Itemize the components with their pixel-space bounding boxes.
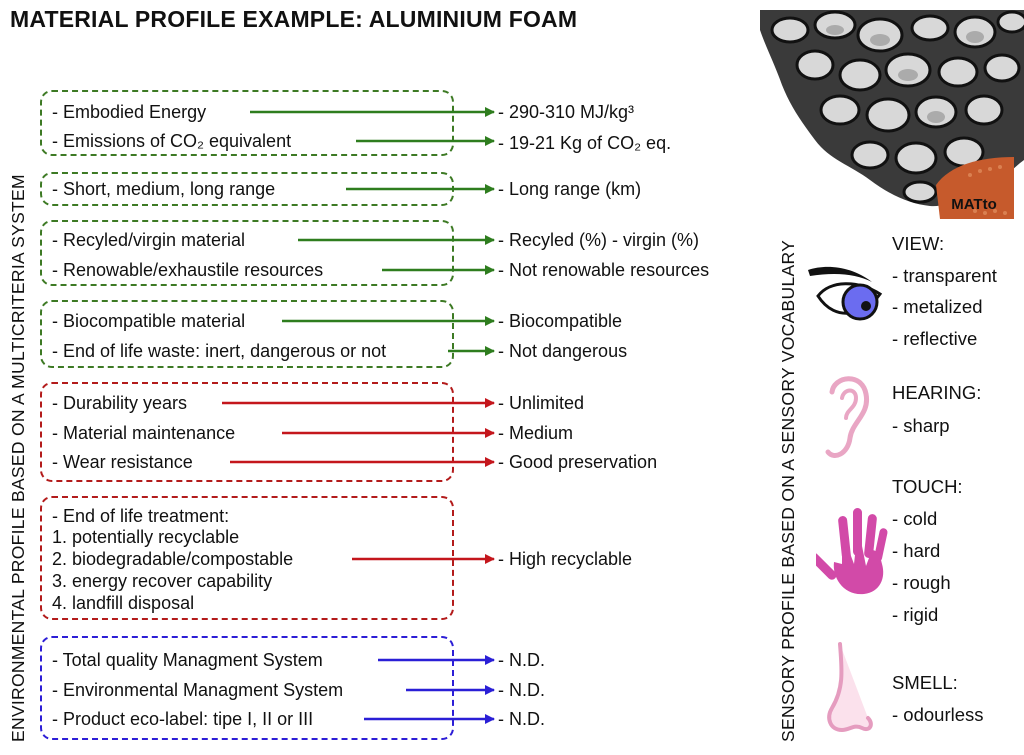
result-durability: - Unlimited <box>498 393 585 413</box>
result-biocompatible: - Biocompatible <box>498 311 623 331</box>
result-eco-label: - N.D. <box>498 709 545 729</box>
treatment-option-3: 3. energy recover capability <box>52 571 273 591</box>
sense-view-heading: VIEW: <box>892 233 945 254</box>
sense-view-item: - reflective <box>892 328 978 349</box>
logo-text: MATto <box>951 196 997 213</box>
ear-icon <box>825 376 870 458</box>
criterion-wear-resistance: - Wear resistance <box>52 452 193 472</box>
sense-view-item: - metalized <box>892 296 983 317</box>
criterion-maintenance: - Material maintenance <box>52 423 236 443</box>
group-box-biocompat <box>40 300 454 368</box>
result-range: - Long range (km) <box>498 179 642 199</box>
criterion-durability: - Durability years <box>52 393 188 413</box>
matto-logo: MATto <box>936 157 1014 219</box>
criterion-co2-emissions: - Emissions of CO₂ equivalent <box>52 131 292 151</box>
criterion-recycled-virgin: - Recyled/virgin material <box>52 230 246 250</box>
result-environmental-management: - N.D. <box>498 680 545 700</box>
sense-smell-item: - odourless <box>892 704 984 725</box>
result-quality-management: - N.D. <box>498 650 545 670</box>
criterion-biocompatible: - Biocompatible material <box>52 311 246 331</box>
result-renewable: - Not renowable resources <box>498 260 710 280</box>
result-end-of-life-waste: - Not dangerous <box>498 341 628 361</box>
criterion-quality-management: - Total quality Managment System <box>52 650 323 670</box>
treatment-option-4: 4. landfill disposal <box>52 593 195 613</box>
eye-icon <box>808 266 883 321</box>
result-end-of-life-treatment: - High recyclable <box>498 549 633 569</box>
group-box-energy <box>40 90 454 156</box>
group-box-resources <box>40 220 454 286</box>
sense-view-item: - transparent <box>892 265 997 286</box>
result-wear-resistance: - Good preservation <box>498 452 658 472</box>
criterion-range: - Short, medium, long range <box>52 179 276 199</box>
result-maintenance: - Medium <box>498 423 574 443</box>
criterion-renewable: - Renowable/exhaustile resources <box>52 260 324 280</box>
sense-touch-heading: TOUCH: <box>892 476 963 497</box>
sense-hearing-item: - sharp <box>892 415 950 436</box>
page-title: MATERIAL PROFILE EXAMPLE: ALUMINIUM FOAM <box>10 6 578 32</box>
criterion-embodied-energy: - Embodied Energy <box>52 102 207 122</box>
treatment-option-2: 2. biodegradable/compostable <box>52 549 294 569</box>
result-embodied-energy: - 290-310 MJ/kg³ <box>498 102 635 122</box>
sense-touch-item: - rigid <box>892 604 939 625</box>
nose-icon <box>827 642 873 732</box>
treatment-option-1: 1. potentially recyclable <box>52 527 240 547</box>
result-co2-emissions: - 19-21 Kg of CO₂ eq. <box>498 133 672 153</box>
sense-hearing-heading: HEARING: <box>892 382 982 403</box>
sense-smell-heading: SMELL: <box>892 672 958 693</box>
sense-touch-item: - cold <box>892 508 938 529</box>
hand-icon <box>816 508 888 595</box>
sense-touch-item: - hard <box>892 540 941 561</box>
result-recycled-virgin: - Recyled (%) - virgin (%) <box>498 230 700 250</box>
criterion-eco-label: - Product eco-label: tipe I, II or III <box>52 709 314 729</box>
criterion-end-of-life-waste: - End of life waste: inert, dangerous or… <box>52 341 387 361</box>
group-box-management <box>40 636 454 740</box>
criterion-environmental-management: - Environmental Managment System <box>52 680 344 700</box>
criterion-end-of-life-treatment: - End of life treatment: <box>52 506 230 526</box>
sense-touch-item: - rough <box>892 572 951 593</box>
